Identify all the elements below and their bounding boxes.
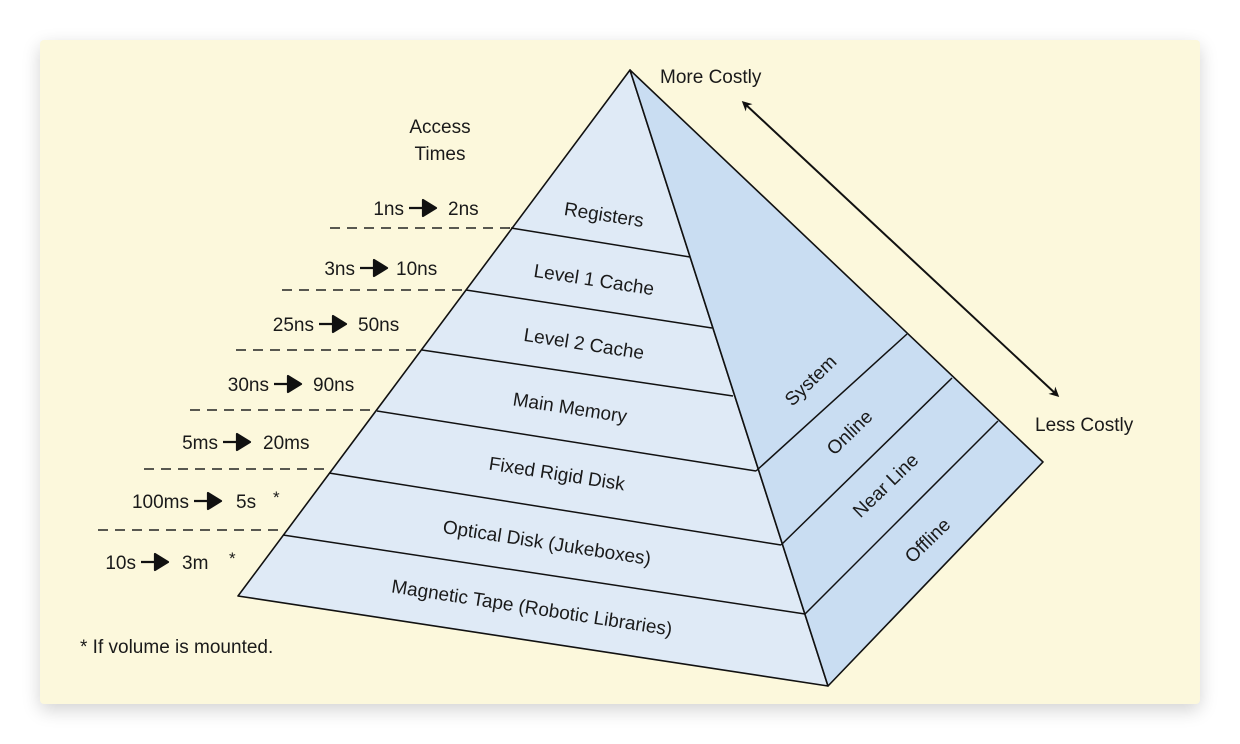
access-time-row: 25ns 50ns: [273, 314, 399, 336]
separator-nearline-offline: [804, 420, 999, 615]
right-arrow-icon: [319, 314, 348, 334]
right-arrow-icon: [141, 552, 170, 572]
time-from: 100ms: [132, 492, 189, 513]
right-arrow-icon: [274, 374, 303, 394]
footnote: * If volume is mounted.: [80, 637, 273, 658]
footnote-marker: *: [273, 488, 280, 507]
time-to: 10ns: [396, 259, 437, 280]
time-from: 5ms: [182, 433, 218, 454]
time-to: 20ms: [263, 433, 309, 454]
separator-online-nearline: [780, 377, 953, 546]
time-from: 30ns: [228, 375, 269, 396]
separator-l2: [421, 349, 734, 397]
access-time-row: 1ns 2ns: [373, 198, 479, 220]
access-times-label-line2: Times: [414, 144, 465, 165]
time-from: 10s: [105, 553, 136, 574]
time-from: 25ns: [273, 315, 314, 336]
right-arrow-icon: [409, 198, 438, 218]
access-time-row: 10s 3m *: [105, 549, 236, 574]
less-costly-label: Less Costly: [1035, 415, 1134, 436]
leader-lines: [98, 227, 511, 531]
time-from: 3ns: [324, 259, 355, 280]
level-separators: [282, 227, 806, 615]
access-time-row: 5ms 20ms: [182, 432, 309, 454]
time-to: 2ns: [448, 199, 479, 220]
separator-main-memory: [376, 410, 757, 472]
separator-registers: [510, 227, 691, 258]
cost-double-arrow: [741, 100, 1060, 398]
time-to: 50ns: [358, 315, 399, 336]
separator-l1: [465, 289, 713, 329]
more-costly-label: More Costly: [660, 67, 762, 88]
time-from: 1ns: [373, 199, 404, 220]
right-arrow-icon: [223, 432, 252, 452]
right-arrow-icon: [360, 258, 389, 278]
time-to: 90ns: [313, 375, 354, 396]
separator-optical: [282, 534, 806, 615]
time-to: 5s: [236, 492, 256, 513]
footnote-marker: *: [229, 549, 236, 568]
separator-fixed-disk: [328, 472, 782, 546]
access-times-label-line1: Access: [409, 117, 470, 138]
access-time-row: 100ms 5s *: [132, 488, 280, 513]
right-arrow-icon: [194, 491, 223, 511]
access-time-row: 30ns 90ns: [228, 374, 354, 396]
time-to: 3m: [182, 553, 208, 574]
access-time-row: 3ns 10ns: [324, 258, 437, 280]
